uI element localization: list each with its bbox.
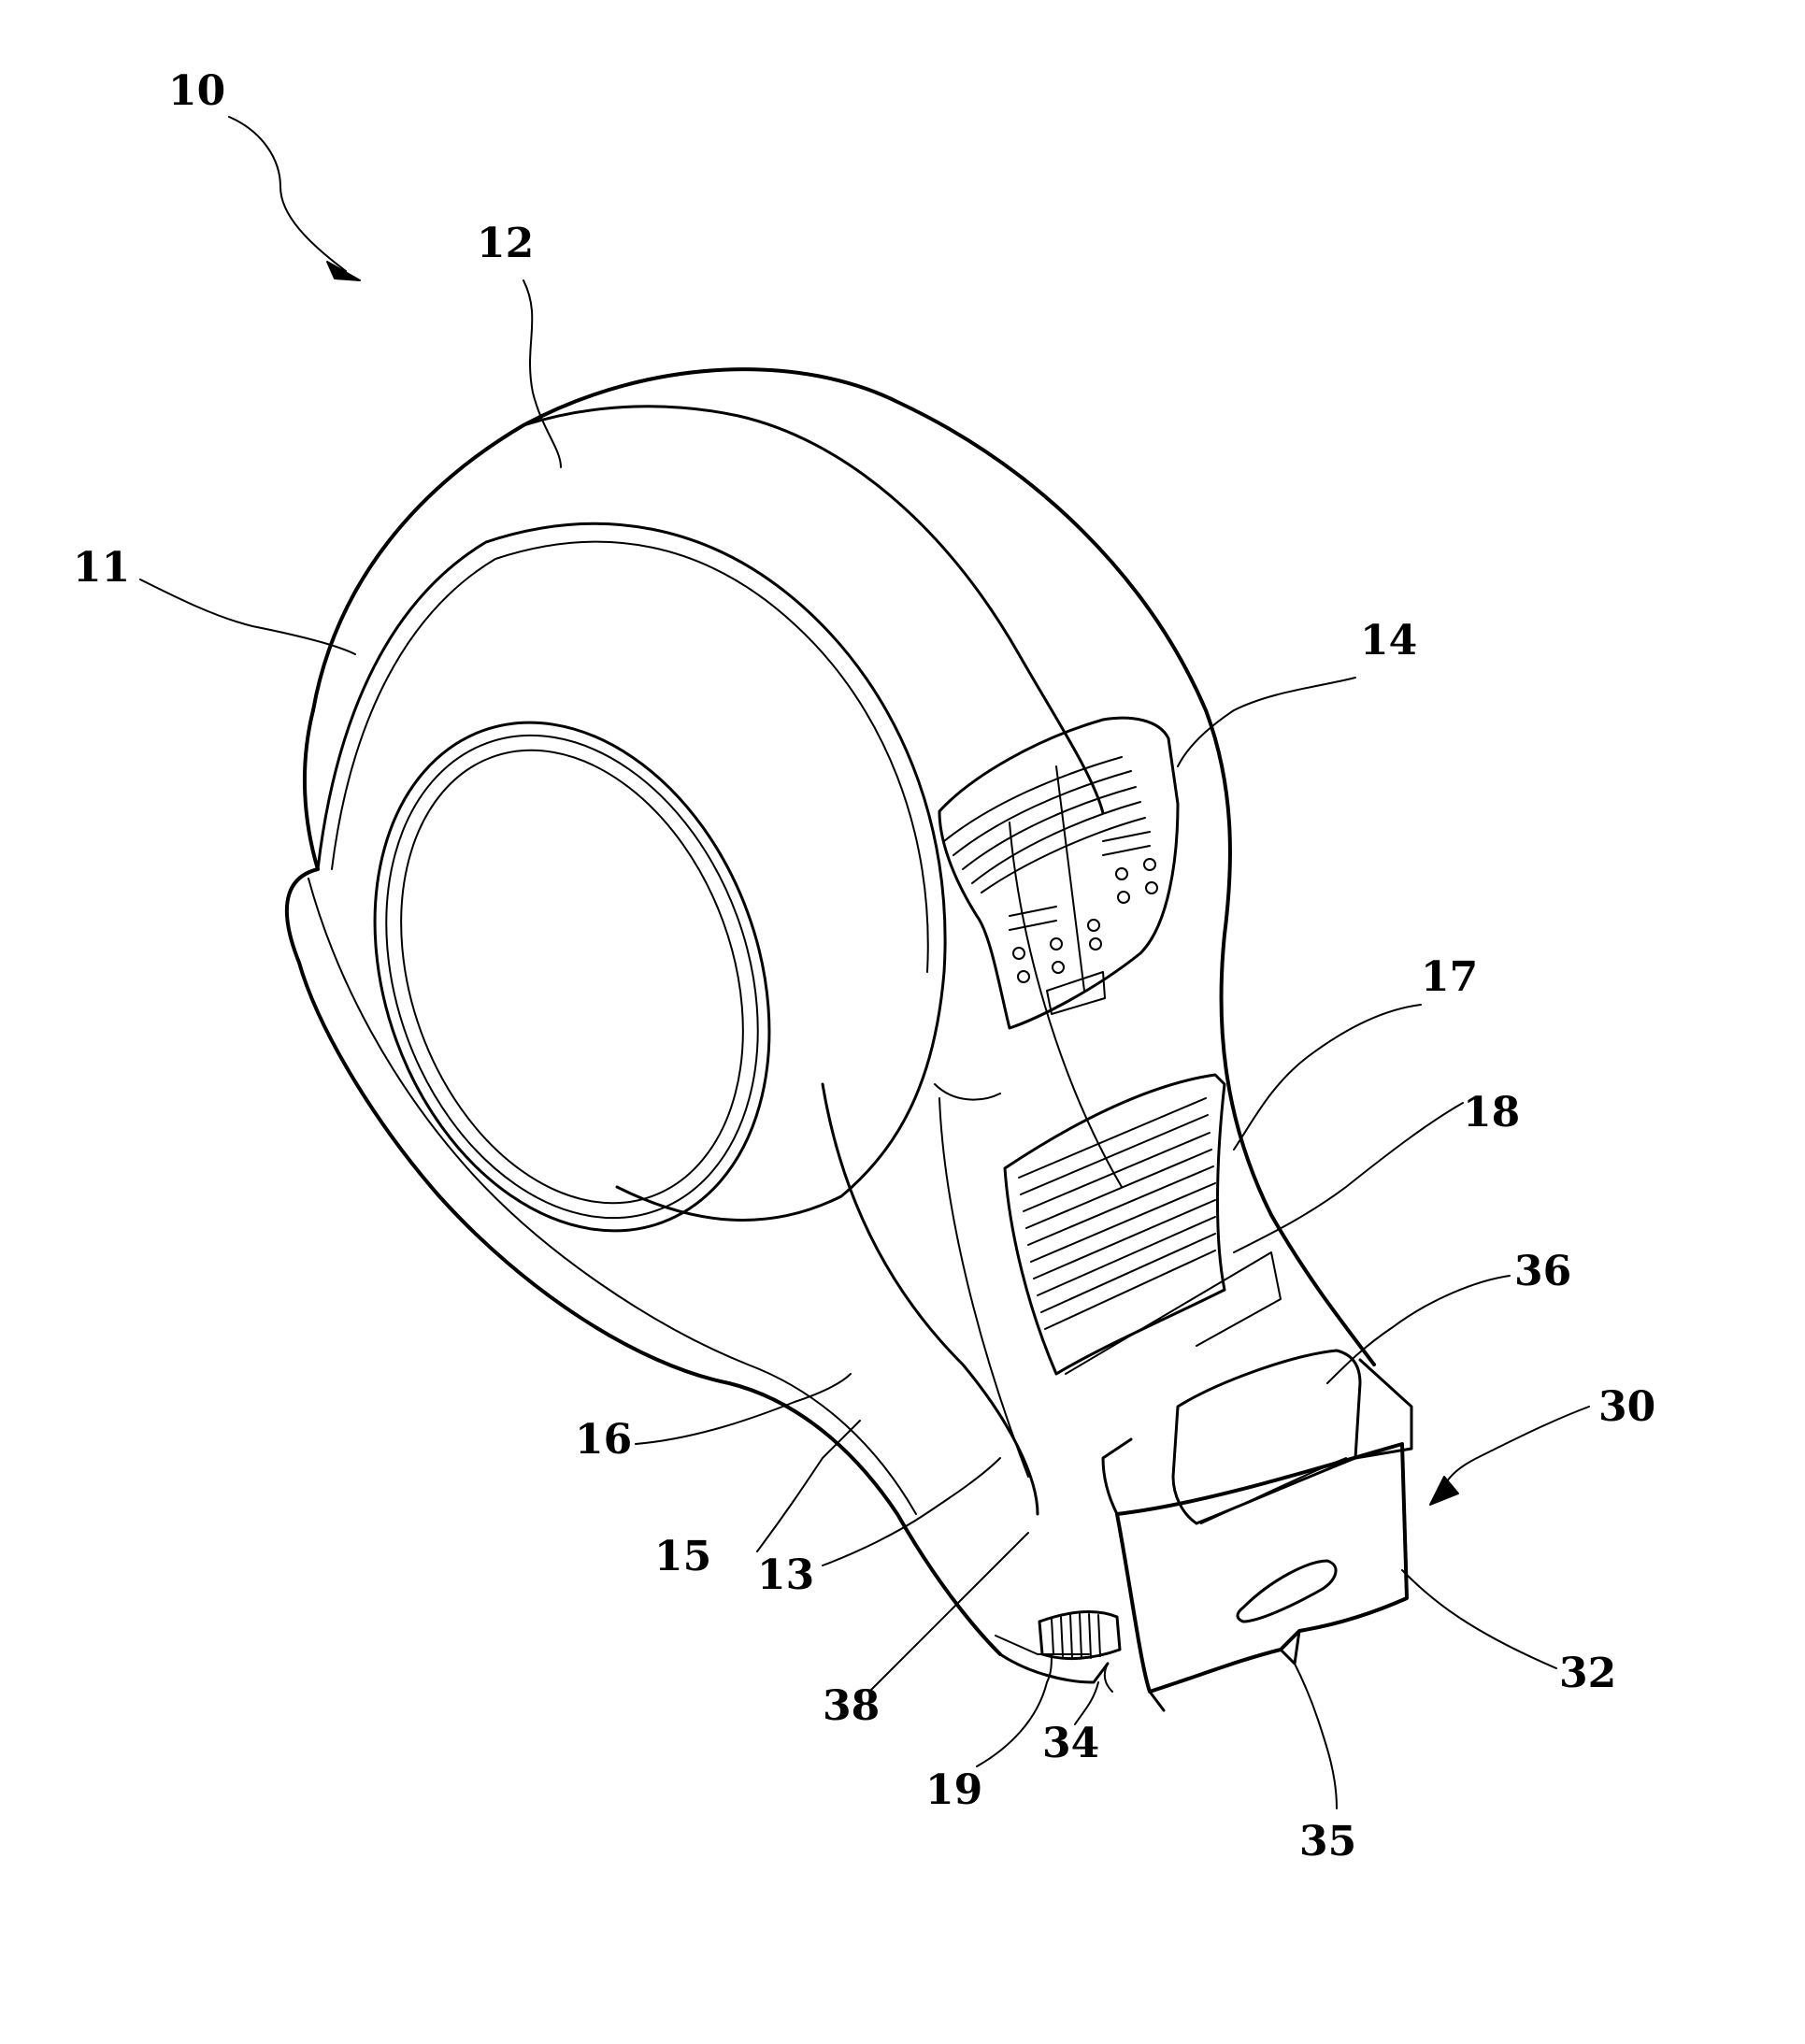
leader-18 (1234, 1103, 1463, 1252)
leader-30-arrow (1430, 1477, 1458, 1505)
label-18: 18 (1463, 1089, 1520, 1136)
label-17: 17 (1421, 953, 1478, 1001)
hook-front-plate-bottom (1150, 1692, 1164, 1710)
label-32: 32 (1559, 1650, 1616, 1697)
side-face-boss-outer (307, 666, 837, 1286)
hook-front-plate-32 (1117, 1444, 1407, 1692)
reference-numerals: 10 12 11 14 17 18 36 30 16 15 13 32 38 3… (73, 67, 1655, 1865)
housing-left-flange (287, 710, 1000, 1654)
leader-10-arrow (327, 262, 360, 280)
hook-left-arm-38 (1103, 1439, 1131, 1514)
label-36: 36 (1514, 1248, 1571, 1295)
hook-tab-seam (1201, 1458, 1346, 1523)
leader-13 (823, 1458, 1000, 1565)
side-face-boss-inner (341, 702, 803, 1251)
leader-14 (1178, 678, 1355, 766)
housing (287, 369, 1374, 1682)
leader-30 (1444, 1407, 1589, 1486)
housing-front-step (935, 1084, 1000, 1100)
leader-36 (1327, 1276, 1510, 1383)
leader-10 (229, 117, 346, 271)
label-34: 34 (1042, 1720, 1099, 1767)
housing-outer-edge (313, 369, 1374, 1365)
leader-17 (1234, 1005, 1421, 1150)
leader-16 (636, 1374, 851, 1444)
housing-front-face-left (823, 1084, 1038, 1514)
label-19: 19 (925, 1766, 982, 1814)
lock-button-outline (939, 718, 1178, 1028)
lock-button-center-line (1056, 766, 1084, 991)
leader-15 (757, 1421, 860, 1551)
lock-button-top-ridges (944, 757, 1145, 893)
label-10: 10 (168, 67, 225, 115)
label-14: 14 (1360, 617, 1417, 665)
label-11: 11 (73, 544, 130, 592)
label-16: 16 (575, 1416, 632, 1464)
leader-35 (1295, 1664, 1337, 1808)
lock-button-dimples (1013, 859, 1157, 982)
leader-lines (140, 117, 1589, 1808)
grip-pad-17 (1005, 1075, 1225, 1374)
hook-assembly-30 (1039, 1351, 1411, 1710)
hook-bottom-arm-34 (1105, 1664, 1112, 1692)
label-35: 35 (1299, 1818, 1356, 1865)
hook-slot (1238, 1561, 1336, 1622)
leader-32 (1402, 1570, 1556, 1668)
side-face-rim-outer (318, 523, 945, 1220)
grip-pad-ribs (1019, 1098, 1215, 1329)
label-13: 13 (757, 1551, 814, 1599)
lock-button-14 (939, 718, 1178, 1028)
grip-pad-outline (1005, 1075, 1225, 1374)
leader-19 (977, 1654, 1052, 1766)
leader-38 (869, 1533, 1028, 1692)
housing-front-face-line (939, 1098, 1028, 1477)
rivet-19 (1039, 1612, 1120, 1659)
housing-top-inner-line (523, 407, 1103, 813)
side-face-boss-mid (322, 683, 822, 1271)
leader-34 (1075, 1682, 1098, 1724)
leader-11 (140, 579, 355, 654)
label-12: 12 (477, 220, 534, 267)
leader-12 (523, 280, 561, 467)
label-15: 15 (654, 1533, 711, 1580)
label-30: 30 (1598, 1383, 1655, 1431)
label-38: 38 (823, 1682, 880, 1730)
